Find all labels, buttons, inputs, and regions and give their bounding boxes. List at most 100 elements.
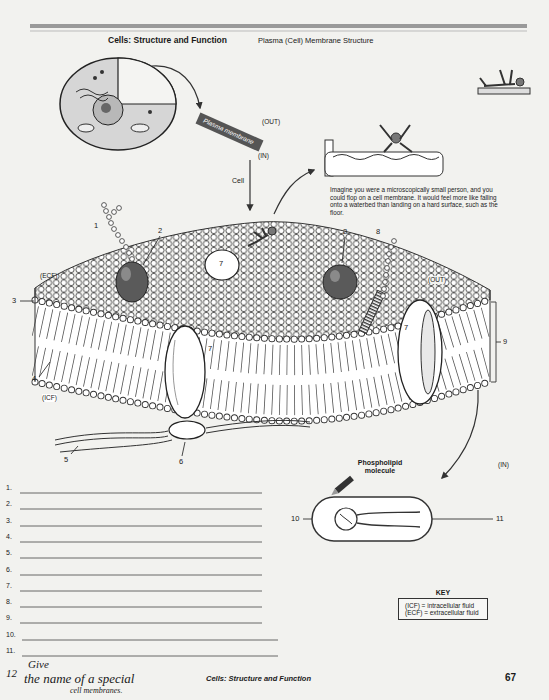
sugar-unit [112, 227, 117, 232]
cell-illustration [60, 58, 176, 150]
key-heading: KEY [398, 589, 488, 596]
sugar-unit [386, 259, 391, 264]
region-label: (IN) [498, 461, 509, 469]
callout-number: 1 [94, 221, 98, 230]
person-head [268, 227, 276, 235]
sugar-unit [383, 280, 388, 285]
floor [478, 88, 530, 94]
sugar-unit [124, 245, 129, 250]
bilayer-section [35, 288, 490, 421]
handwriting: 12 [6, 667, 17, 680]
answer-number: 11. [6, 647, 15, 655]
region-label: (ICF) [42, 394, 57, 402]
leader-line [342, 237, 345, 263]
leader-line [39, 362, 50, 377]
answer-number: 7. [6, 582, 12, 590]
page-number: 67 [505, 672, 516, 684]
phosphate-head [335, 508, 357, 530]
pointer-arrow [152, 66, 200, 108]
cell-cutaway [118, 58, 176, 104]
sugar-unit [387, 252, 392, 257]
filament [206, 425, 310, 433]
node-text: Plasma membrane [202, 117, 257, 147]
surface-protein [205, 250, 239, 280]
er [76, 89, 108, 101]
part-label: Cell [232, 177, 244, 185]
section-edge [490, 290, 491, 382]
sugar-unit [384, 273, 389, 278]
channel-protein [398, 300, 442, 404]
water-wave [333, 155, 439, 160]
person-body [380, 125, 412, 152]
waterbed [325, 152, 443, 176]
sugar-unit [112, 210, 117, 215]
callout-number: 2 [343, 227, 347, 236]
header-rule [30, 31, 527, 32]
proteins [116, 250, 442, 439]
floor-figure [478, 70, 530, 94]
region-label: (OUT) [262, 118, 280, 126]
vesicle [93, 76, 97, 80]
waterbed-figure [325, 125, 443, 176]
molecule-outline [312, 497, 432, 541]
region-label: (ECF) [40, 272, 57, 280]
callout-number: 10 [291, 514, 299, 523]
sugar-unit [117, 206, 122, 211]
key-frame: (ICF) = intracellular fluid(ECF) = extra… [398, 598, 488, 620]
answer-number: 2. [6, 500, 12, 508]
nucleolus [101, 103, 111, 113]
mitochondrion [131, 124, 149, 132]
person-on-membrane [248, 227, 276, 246]
mitochondrion [78, 124, 94, 132]
leader-line [143, 236, 160, 265]
leader-line [20, 301, 34, 302]
answer-number: 5. [6, 549, 12, 557]
pointer-arrow [249, 160, 250, 210]
filament [60, 440, 172, 452]
figure-label: Phospholipid molecule [350, 459, 410, 476]
handwriting: the name of a special [24, 671, 134, 687]
protein-shade [173, 340, 178, 405]
leader-line [496, 342, 501, 343]
sugar-unit [382, 287, 387, 292]
sugar-unit [104, 209, 109, 214]
callout-number: 5 [64, 455, 68, 464]
leader-line [182, 442, 185, 456]
bilayer-ground [35, 300, 490, 421]
leader-line [71, 446, 78, 454]
person-head [516, 78, 524, 86]
leader-line [425, 519, 493, 520]
sugar-unit [102, 203, 107, 208]
cell-body [60, 58, 176, 150]
answer-number: 8. [6, 598, 12, 606]
page-title: Cells: Structure and Function [108, 35, 227, 45]
sugar-unit [116, 233, 121, 238]
sugar-unit [389, 245, 394, 250]
filament [206, 420, 310, 428]
pencil-icon [329, 476, 354, 498]
handwriting: Give [28, 658, 49, 671]
membrane-banner: Plasma membrane [196, 113, 264, 152]
sugar-unit [127, 251, 132, 256]
subtitle: Plasma (Cell) Membrane Structure [258, 36, 373, 45]
fatty-acid-tails [357, 512, 420, 527]
answer-number: 10. [6, 631, 16, 639]
sugar-unit [107, 215, 112, 220]
person-body [480, 70, 515, 86]
head-mark [340, 514, 352, 524]
cytoskeleton [55, 420, 310, 452]
answer-number: 1. [6, 484, 12, 492]
pencil-body [335, 476, 354, 493]
region-label: (OUT) [428, 276, 446, 284]
sugar-unit [381, 294, 386, 299]
answer-number: 9. [6, 614, 12, 622]
answer-number: 6. [6, 566, 12, 574]
peripheral-protein [169, 421, 205, 439]
phospholipid-figure [312, 497, 432, 541]
carbohydrate-chain [102, 203, 397, 299]
sugar-unit [130, 257, 135, 262]
answer-number: 3. [6, 517, 12, 525]
